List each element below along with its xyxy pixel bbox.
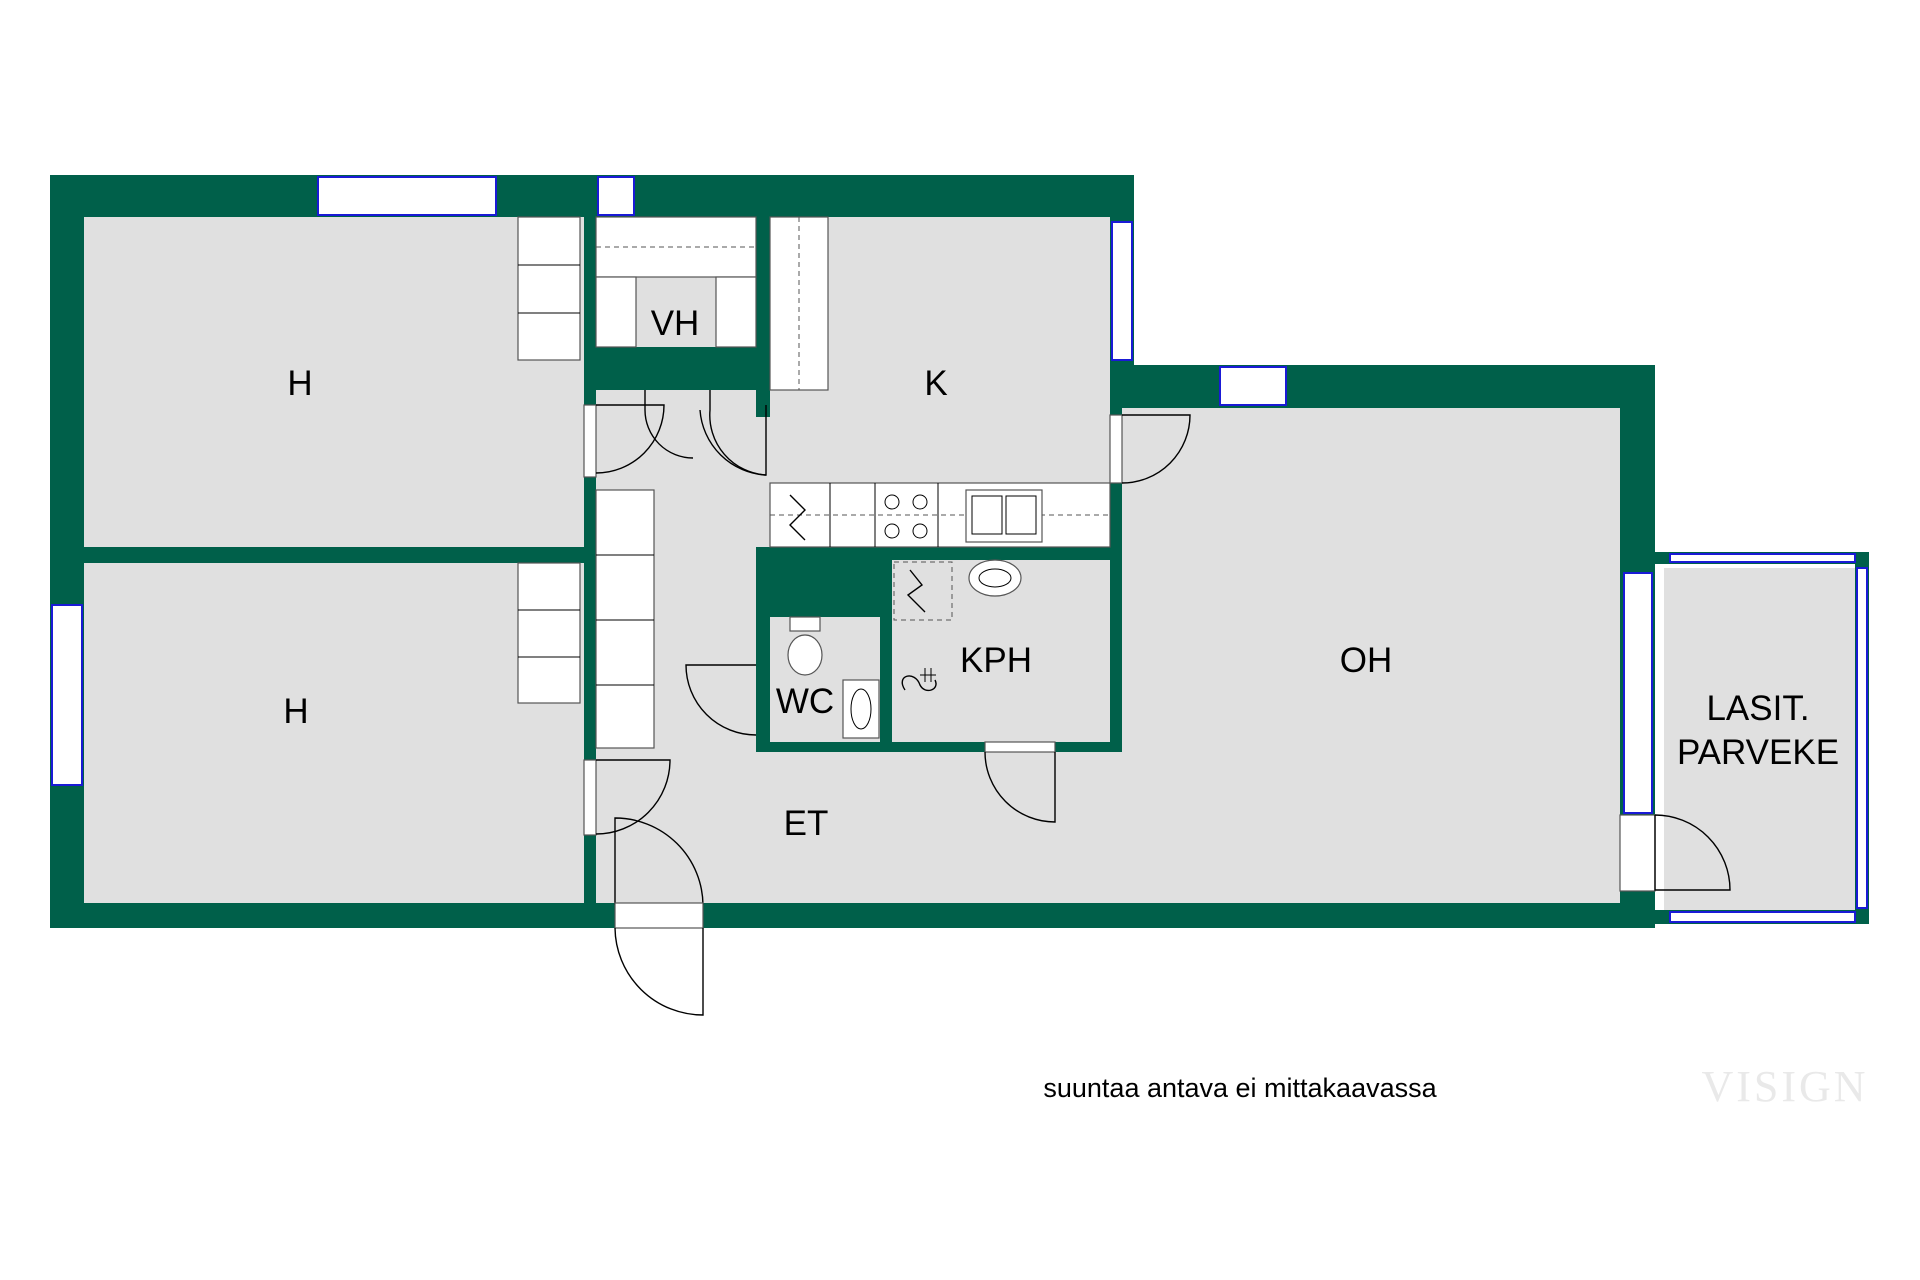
bedroom-bottom-floor [84,563,584,903]
room-label-bedroom-bottom: H [283,692,308,731]
door [1109,414,1123,484]
door-swing [614,817,704,906]
closet-shelf [595,276,637,348]
window [1219,366,1287,406]
wall [756,742,1122,752]
door [583,404,597,478]
doors [583,390,1731,1016]
wardrobe [517,562,581,704]
door-swing [1121,414,1191,484]
toilet-icon [787,634,823,676]
door-swing [685,664,757,736]
window [1111,221,1133,361]
wall [50,175,1134,217]
toilet-tank [789,616,821,632]
balcony-floor [1664,568,1864,910]
window [1856,567,1868,909]
wall [756,547,892,617]
stove-burner-icon [912,494,928,510]
room-label-living: OH [1340,641,1393,680]
room-label-balcony-line2: PARVEKE [1677,733,1839,772]
wall [1110,365,1655,408]
bathroom-sink-icon [968,559,1022,597]
room-label-bedroom-top: H [287,364,312,403]
stove-burner-icon [884,523,900,539]
door [583,759,597,836]
floor-areas [84,217,1864,910]
room-label-wc: WC [776,682,834,721]
bathroom-fixtures [787,559,1022,739]
shower-area [893,561,953,621]
room-label-bathroom: KPH [960,641,1032,680]
wc-sink-icon [842,679,880,739]
door [984,741,1056,753]
wall [756,217,770,417]
room-label-hall: ET [784,804,829,843]
stove-burner-icon [884,494,900,510]
door-swing [595,404,665,474]
room-label-closet: VH [651,304,700,343]
room-label-balcony-line1: LASIT. [1706,689,1809,728]
door-swing [984,751,1056,823]
door-swing [1654,814,1731,891]
wall [584,347,756,390]
brand-watermark: VISIGN [1701,1062,1868,1111]
window [1669,911,1856,923]
window [597,176,635,216]
kitchen-counter [769,482,1111,548]
room-label-kitchen: K [924,364,947,403]
shower-head-icon [901,675,937,692]
bedroom-top-floor [84,217,584,547]
wall [84,547,584,563]
window [1669,553,1856,563]
stove-burner-icon [912,523,928,539]
hall-wardrobe [595,489,655,749]
wall [50,903,1650,928]
scale-note: suuntaa antava ei mittakaavassa [1043,1073,1437,1103]
wall [880,610,892,752]
door-swing [595,759,671,835]
living-floor [1122,408,1620,903]
window [51,604,83,786]
windows [51,176,1868,923]
door-swing [614,927,704,1016]
wall [756,547,770,752]
wardrobe [517,216,581,361]
window [317,176,497,216]
closet-shelf [715,276,757,348]
wall [50,175,84,928]
door-swing [699,405,767,476]
closet-shelf [595,216,757,278]
door [1619,814,1656,892]
kitchen-sink-icon [965,489,1043,543]
wardrobes [517,216,829,749]
door-swing [644,390,694,459]
entrance-door [614,902,704,929]
window [1623,572,1653,814]
